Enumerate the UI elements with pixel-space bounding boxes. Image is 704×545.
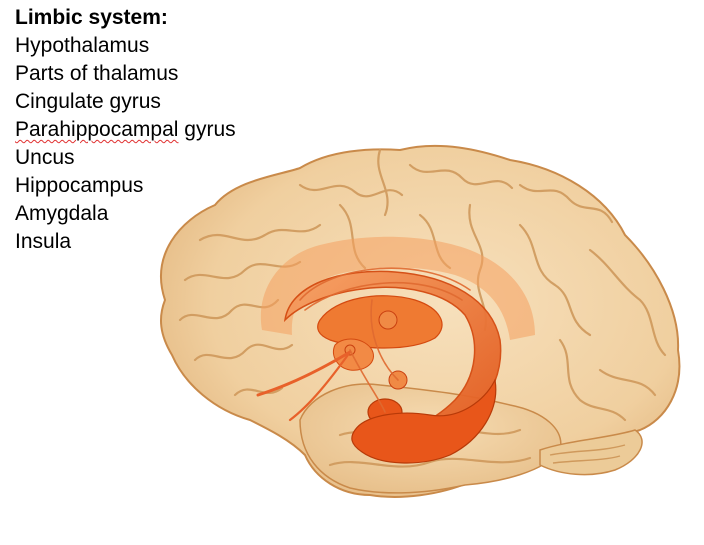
list-item-parahippocampal-gyrus: Parahippocampal gyrus	[15, 116, 236, 144]
limbic-fibers	[299, 267, 471, 413]
list-item-suffix: gyrus	[178, 118, 236, 141]
list-item-hippocampus: Hippocampus	[15, 174, 144, 197]
olfactory-tract	[256, 350, 352, 397]
limbic-system-list: Limbic system: Hypothalamus Parts of tha…	[15, 4, 236, 256]
cerebellum-folds	[549, 444, 626, 464]
list-item-thalamus: Parts of thalamus	[15, 62, 179, 85]
mammillary-body	[378, 310, 398, 330]
list-item-cingulate-gyrus: Cingulate gyrus	[15, 90, 161, 113]
parahippocampal-gyrus	[351, 378, 497, 464]
list-item-uncus: Uncus	[15, 146, 75, 169]
list-item-hypothalamus: Hypothalamus	[15, 34, 150, 57]
cerebellum	[539, 429, 643, 476]
stria-terminalis	[288, 350, 352, 422]
list-heading: Limbic system:	[15, 6, 168, 29]
list-item-amygdala: Amygdala	[15, 202, 109, 225]
cingulate-gyrus	[260, 236, 535, 340]
list-item-insula: Insula	[15, 230, 72, 253]
spellcheck-underlined-word: Parahippocampal	[15, 118, 179, 141]
